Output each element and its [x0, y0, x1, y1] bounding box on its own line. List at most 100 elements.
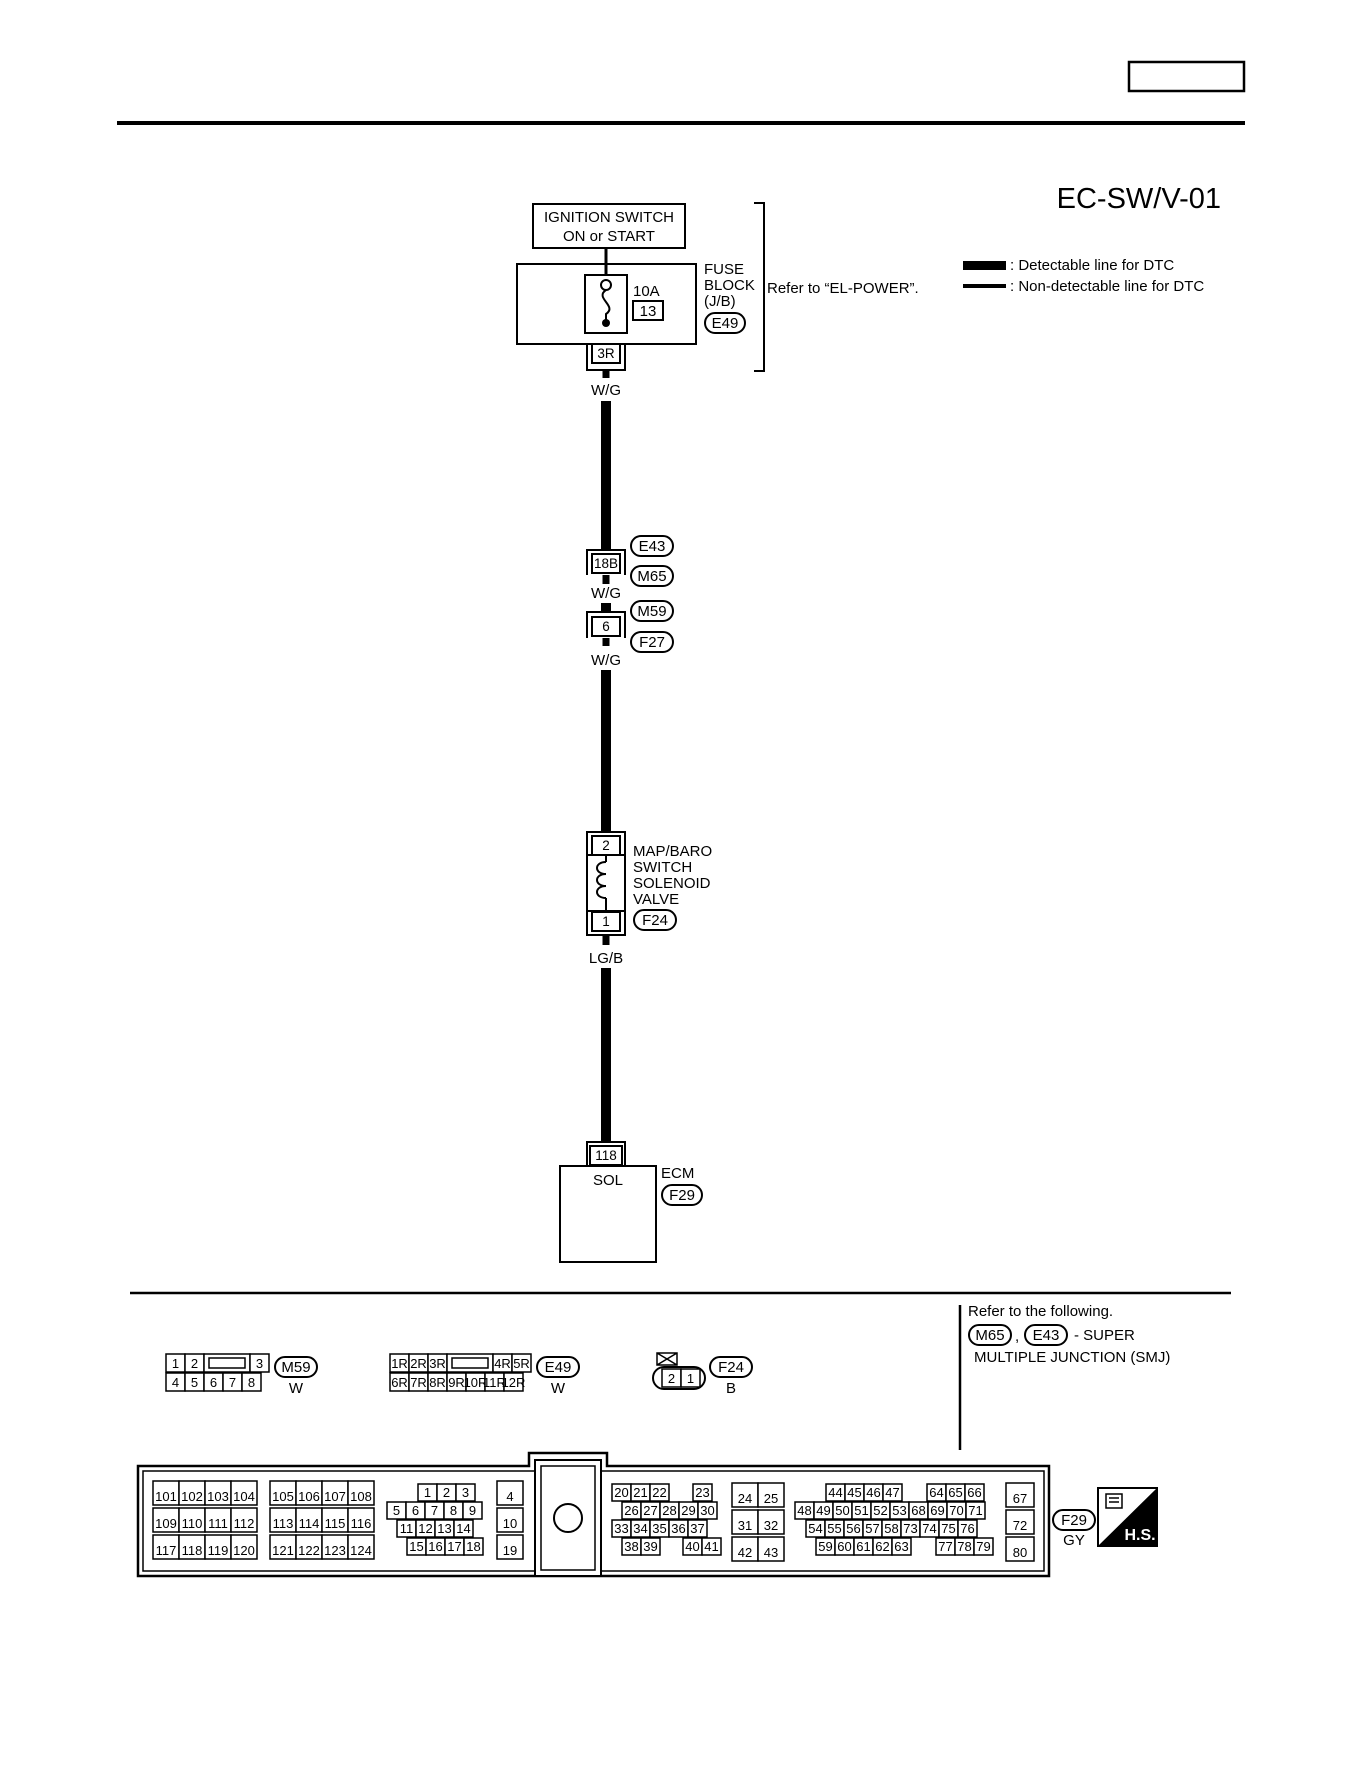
ecm-box: [559, 1165, 657, 1263]
f29-pin-70: 70: [949, 1503, 963, 1518]
f29-pin-38: 38: [624, 1539, 638, 1554]
f29-pin-110-cell: [178, 1507, 206, 1533]
ecm-terminal-bracket: [586, 1141, 626, 1166]
hs-badge: H.S.: [1097, 1487, 1158, 1547]
e49-key-cell: [446, 1353, 494, 1373]
f29-pin-31-cell: [731, 1509, 759, 1535]
f29-pin-79: 79: [976, 1539, 990, 1554]
f29-pin-29: 29: [681, 1503, 695, 1518]
joint-18b-connector-a-badge: [630, 535, 674, 557]
refer-note-line3: MULTIPLE JUNCTION (SMJ): [974, 1349, 1170, 1366]
fuse-block-name-2: BLOCK: [704, 277, 755, 294]
f29-pin-69: 69: [930, 1503, 944, 1518]
f29-pin-61: 61: [856, 1539, 870, 1554]
f29-pin-47-cell: [882, 1483, 903, 1502]
legend-non-detectable-label: : Non-detectable line for DTC: [1010, 278, 1204, 295]
f29-pin-116-cell: [347, 1507, 375, 1533]
f29-pin-76: 76: [960, 1521, 974, 1536]
fuse-bottom-terminal-icon: [602, 319, 610, 327]
f29-pin-117: 117: [156, 1543, 177, 1558]
fuse-top-terminal-icon: [600, 279, 612, 291]
f29-pin-80-cell: [1005, 1536, 1035, 1562]
m59-pin-3-cell: [249, 1353, 270, 1373]
f29-pin-56: 56: [846, 1521, 860, 1536]
wire-color-wg-3: W/G: [591, 652, 621, 669]
f29-pin-31: 31: [738, 1518, 752, 1533]
m59-pin-8-cell: [241, 1372, 262, 1392]
f29-pin-9-cell: [462, 1501, 483, 1520]
f29-pin-122: 122: [298, 1543, 320, 1558]
f29-pin-22-cell: [649, 1483, 670, 1502]
f29-pin-124-cell: [347, 1534, 375, 1560]
f29-pin-62: 62: [875, 1539, 889, 1554]
e49-pin-11R: 11R: [483, 1375, 506, 1390]
f29-pin-64: 64: [929, 1485, 943, 1500]
f29-pin-112-cell: [230, 1507, 258, 1533]
refer-note-suffix: - SUPER: [1074, 1327, 1135, 1344]
f29-pin-101-cell: [152, 1480, 180, 1506]
e49-pin-12R: 12R: [502, 1375, 526, 1390]
m59-connector-badge: [274, 1356, 318, 1378]
f29-pin-60: 60: [837, 1539, 851, 1554]
ecm-name: ECM: [661, 1165, 694, 1182]
fuse-block-name-3: (J/B): [704, 293, 736, 310]
wire-color-lgb: LG/B: [589, 950, 623, 967]
f29-pin-10: 10: [503, 1516, 517, 1531]
f29-pin-108-cell: [347, 1480, 375, 1506]
ecm-pin-name: SOL: [593, 1172, 623, 1189]
f29-pin-118: 118: [182, 1543, 203, 1558]
e49-pin-10R: 10R: [464, 1375, 488, 1390]
solenoid-connector-id: F24: [642, 912, 668, 929]
wire-color-wg-2: W/G: [591, 585, 621, 602]
solenoid-bottom-terminal-box: [591, 911, 621, 932]
e49-pin-3R: 3R: [429, 1356, 446, 1371]
f29-pin-119: 119: [208, 1543, 229, 1558]
f29-pin-122-cell: [295, 1534, 323, 1560]
m59-connector-color: W: [289, 1380, 304, 1397]
fuse-block-connector-badge: [704, 312, 746, 334]
legend-non-detectable-swatch: [963, 284, 1006, 288]
joint-6-bracket: [586, 611, 626, 638]
f29-pin-72-cell: [1005, 1509, 1035, 1535]
f29-connector-outline: [136, 1451, 1051, 1578]
f29-pin-59: 59: [818, 1539, 832, 1554]
f29-pin-30: 30: [700, 1503, 714, 1518]
f29-pin-120-cell: [230, 1534, 258, 1560]
f29-pin-57: 57: [865, 1521, 879, 1536]
f29-pin-12: 12: [418, 1521, 432, 1536]
f29-pin-74: 74: [922, 1521, 936, 1536]
solenoid-connector-badge: [633, 909, 677, 931]
f29-pin-33: 33: [614, 1521, 628, 1536]
f29-pin-120: 120: [233, 1543, 255, 1558]
f29-pin-23-cell: [692, 1483, 713, 1502]
m59-pin-4: 4: [172, 1375, 179, 1390]
f29-pin-27: 27: [643, 1503, 657, 1518]
fuse-refer-text: Refer to “EL-POWER”.: [767, 280, 919, 297]
joint-18b-box: [591, 553, 621, 574]
ecm-connector-badge: [661, 1184, 703, 1206]
f29-pin-111: 111: [208, 1516, 228, 1531]
m59-pin-2: 2: [191, 1356, 198, 1371]
f29-pin-3-cell: [455, 1483, 476, 1502]
f29-pin-10-cell: [496, 1507, 524, 1533]
f29-pin-105-cell: [269, 1480, 297, 1506]
m59-pin-3: 3: [256, 1356, 263, 1371]
f29-pin-54: 54: [808, 1521, 822, 1536]
f29-pin-71-cell: [965, 1501, 986, 1520]
f29-pin-104: 104: [233, 1489, 255, 1504]
f29-pin-80: 80: [1013, 1545, 1027, 1560]
e49-pin-1R: 1R: [391, 1356, 408, 1371]
f29-pin-18: 18: [466, 1539, 480, 1554]
e49-pin-8R: 8R: [429, 1375, 446, 1390]
f29-pin-4: 4: [506, 1489, 513, 1504]
refer-note-line1: Refer to the following.: [968, 1303, 1113, 1320]
f29-pin-19-cell: [496, 1534, 524, 1560]
legend-detectable-swatch: [963, 261, 1006, 270]
f29-pin-41: 41: [704, 1539, 718, 1554]
joint-18b-label: 18B: [594, 556, 618, 571]
f29-pin-41-cell: [701, 1537, 722, 1556]
e49-pin-2R: 2R: [410, 1356, 427, 1371]
m59-pin-8: 8: [248, 1375, 255, 1390]
